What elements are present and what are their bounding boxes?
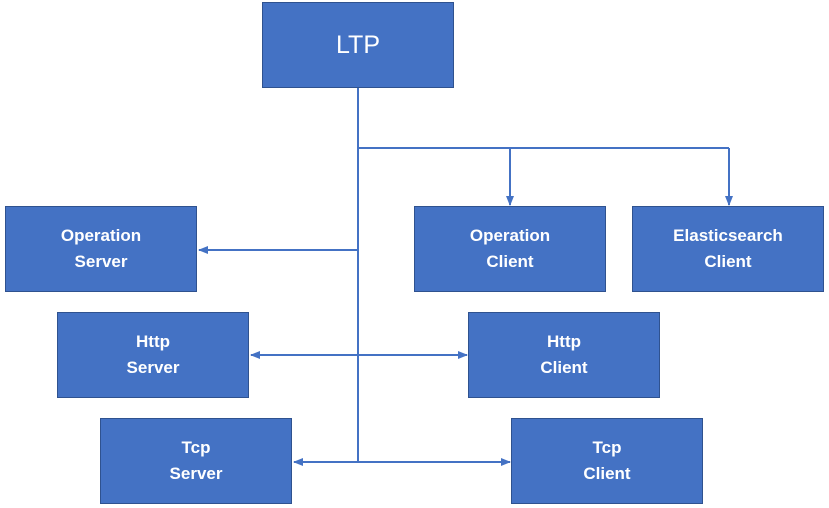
elasticsearch-client-label-line2: Client <box>704 252 752 271</box>
operation-server-label-line2: Server <box>74 252 128 271</box>
operation-server-label-line1: Operation <box>60 226 142 245</box>
elasticsearch-client-label-line1: Elasticsearch <box>673 226 783 245</box>
tcp-server-label-line1: Tcp <box>181 438 211 457</box>
operation-client-label-line2: Client <box>486 252 534 271</box>
http-client-label-line1: Http <box>547 332 581 351</box>
http-client-node: Http Client <box>468 312 660 398</box>
operation-server-node: Operation Server <box>5 206 197 292</box>
http-client-label-line2: Client <box>540 358 588 377</box>
tcp-server-node: Tcp Server <box>100 418 292 504</box>
ltp-node: LTP <box>262 2 454 88</box>
operation-client-label-line1: Operation <box>469 226 551 245</box>
elasticsearch-client-node: Elasticsearch Client <box>632 206 824 292</box>
tcp-server-label-line2: Server <box>169 464 223 483</box>
ltp-label: LTP <box>336 31 380 59</box>
tcp-client-label-line2: Client <box>583 464 631 483</box>
http-server-node: Http Server <box>57 312 249 398</box>
http-server-label-line2: Server <box>126 358 180 377</box>
tcp-client-node: Tcp Client <box>511 418 703 504</box>
tcp-client-label-line1: Tcp <box>592 438 622 457</box>
operation-client-node: Operation Client <box>414 206 606 292</box>
http-server-label-line1: Http <box>136 332 170 351</box>
